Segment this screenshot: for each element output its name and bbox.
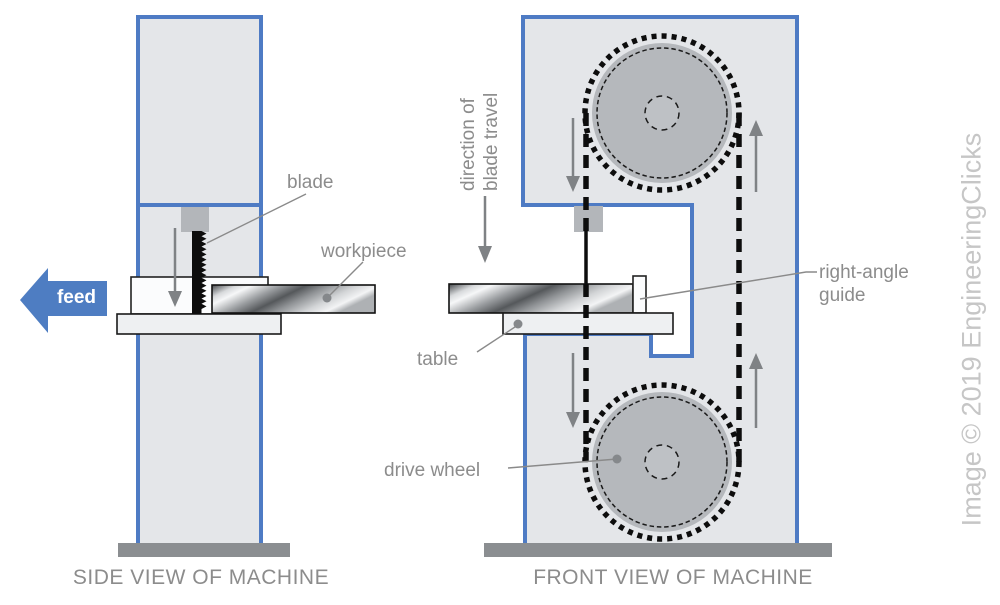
blade-up-arrowhead-upper <box>749 120 763 136</box>
side-blade-guide-block <box>181 207 209 232</box>
right-angle-guide-label: right-angle guide <box>819 262 909 306</box>
feed-label: feed <box>56 287 97 308</box>
blade-down-arrowhead-upper <box>566 176 580 192</box>
top-wheel-hub <box>644 95 680 131</box>
side-workpiece <box>211 284 376 314</box>
top-wheel-rim-dashed <box>596 47 728 179</box>
front-workpiece <box>448 283 634 314</box>
workpiece-label: workpiece <box>321 241 407 262</box>
right-angle-guide-leader-line <box>639 271 817 300</box>
direction-of-blade-travel-label: direction of blade travel <box>458 92 502 191</box>
drive-wheel-leader-dot <box>612 454 622 464</box>
side-machine-base <box>118 543 290 557</box>
blade-down-arrowhead-lower <box>566 412 580 428</box>
workpiece-leader-line <box>326 261 364 299</box>
side-blade-direction-arrowhead <box>168 291 182 307</box>
blade-up-arrowhead-lower <box>749 353 763 369</box>
drive-wheel-hub <box>644 444 680 480</box>
table-leader-line <box>476 324 519 353</box>
drive-wheel-leader-line <box>507 458 618 469</box>
drive-wheel-label: drive wheel <box>384 460 481 481</box>
right-angle-guide <box>632 275 647 314</box>
workpiece-leader-dot <box>322 293 332 303</box>
blade-leader-line <box>206 193 307 244</box>
front-machine-base <box>484 543 832 557</box>
table-label: table <box>417 349 459 370</box>
side-table <box>116 313 282 335</box>
side-blade <box>192 231 207 314</box>
drive-wheel-rim-dashed <box>596 396 728 528</box>
feed-arrow-icon <box>20 268 107 333</box>
front-view-caption: FRONT VIEW OF MACHINE <box>533 566 813 589</box>
side-view-caption: SIDE VIEW OF MACHINE <box>72 566 330 589</box>
direction-label-arrowhead <box>478 246 492 263</box>
blade-label: blade <box>287 172 334 193</box>
table-leader-dot <box>513 319 523 329</box>
watermark-text: Image © 2019 EngineeringClicks <box>956 132 987 527</box>
